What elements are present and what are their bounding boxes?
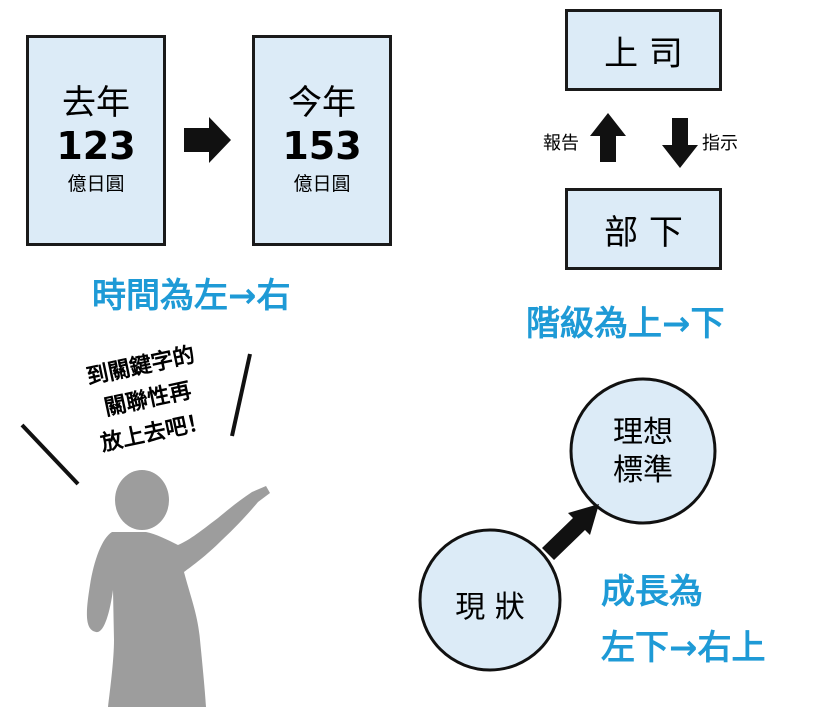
growth-caption: 成長為 左下→右上 (601, 564, 766, 676)
time-caption: 時間為左→右 (92, 276, 291, 316)
this-year-box: 今年 153 億日圓 (252, 35, 392, 246)
up-arrow-icon (590, 113, 626, 162)
ideal-label-line-1: 理想 (613, 415, 673, 450)
pointing-person-icon (86, 470, 270, 707)
last-year-unit: 億日圓 (67, 172, 125, 195)
ideal-label: 理想 標準 (583, 414, 703, 490)
subordinate-box: 部 下 (565, 188, 722, 270)
report-label: 報告 (543, 133, 579, 154)
last-year-value: 123 (56, 123, 136, 168)
this-year-value: 153 (282, 123, 362, 168)
down-arrow-icon (662, 118, 698, 168)
diagonal-arrow-icon (542, 504, 599, 560)
last-year-label: 去年 (62, 82, 130, 123)
growth-caption-line-2: 左下→右上 (601, 628, 766, 668)
last-year-box: 去年 123 億日圓 (26, 35, 166, 246)
subordinate-label: 部 下 (604, 212, 683, 253)
right-arrow-icon (184, 117, 231, 163)
instruct-label: 指示 (702, 133, 738, 154)
hierarchy-caption: 階級為上→下 (526, 304, 725, 344)
exclaim-line-left (20, 423, 80, 486)
boss-box: 上 司 (565, 9, 722, 91)
current-circle (418, 528, 562, 672)
ideal-label-line-2: 標準 (613, 453, 673, 488)
this-year-unit: 億日圓 (293, 172, 351, 195)
current-label: 現 狀 (455, 590, 525, 625)
ideal-circle (569, 377, 717, 525)
growth-caption-line-1: 成長為 (601, 572, 703, 612)
this-year-label: 今年 (288, 82, 356, 123)
exclaim-line-right (230, 353, 252, 437)
boss-label: 上 司 (604, 33, 683, 74)
